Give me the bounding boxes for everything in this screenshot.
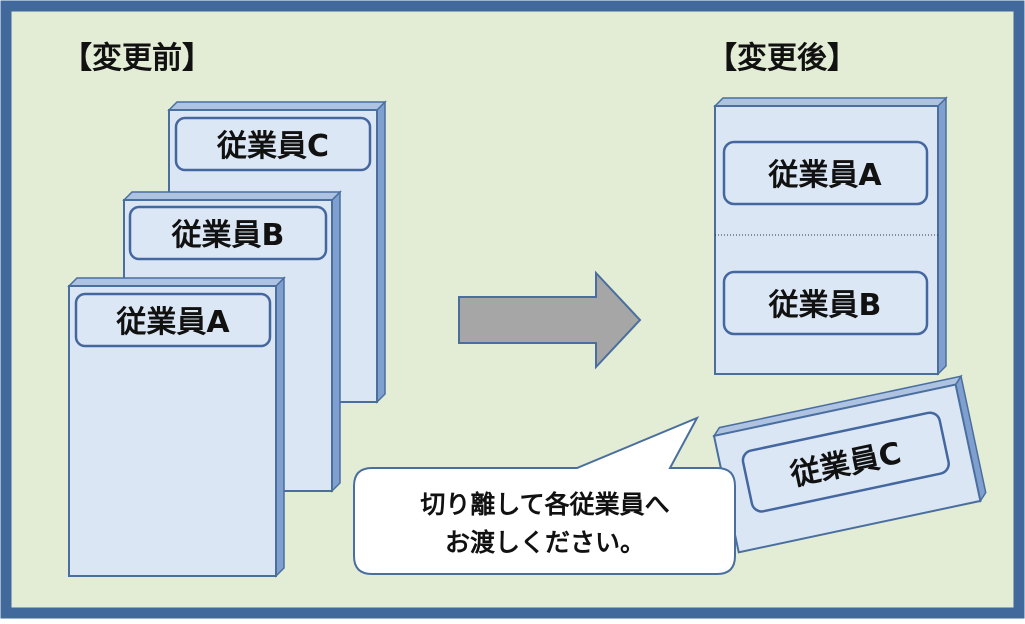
- sheet-a-label: 従業員A: [115, 305, 230, 340]
- detached-label-box: [741, 411, 950, 513]
- callout-line-2: お渡しください。: [445, 528, 645, 557]
- before-heading: 【変更前】: [62, 41, 212, 76]
- sheet-c-label: 従業員C: [216, 129, 329, 164]
- callout-bubble: [353, 415, 736, 575]
- sheet-employee-a: 従業員A: [67, 276, 286, 578]
- sheet-b-label-box: [128, 205, 328, 261]
- sheet-c-label-box: [174, 116, 372, 172]
- sheet-a-label-box: [74, 292, 272, 348]
- combined-top-label: 従業員A: [767, 158, 882, 193]
- sheet-b-label: 従業員B: [171, 218, 285, 253]
- detached-sheet-employee-c: 従業員C: [712, 374, 987, 554]
- combined-bottom-label: 従業員B: [768, 288, 882, 323]
- after-heading: 【変更後】: [707, 41, 857, 76]
- combined-top-label-box: [722, 140, 929, 206]
- combined-bottom-label-box: [722, 270, 929, 336]
- right-arrow-icon: [458, 270, 642, 370]
- combined-sheet: 従業員A 従業員B: [713, 96, 948, 376]
- callout-line-1: 切り離して各従業員へ: [420, 490, 669, 519]
